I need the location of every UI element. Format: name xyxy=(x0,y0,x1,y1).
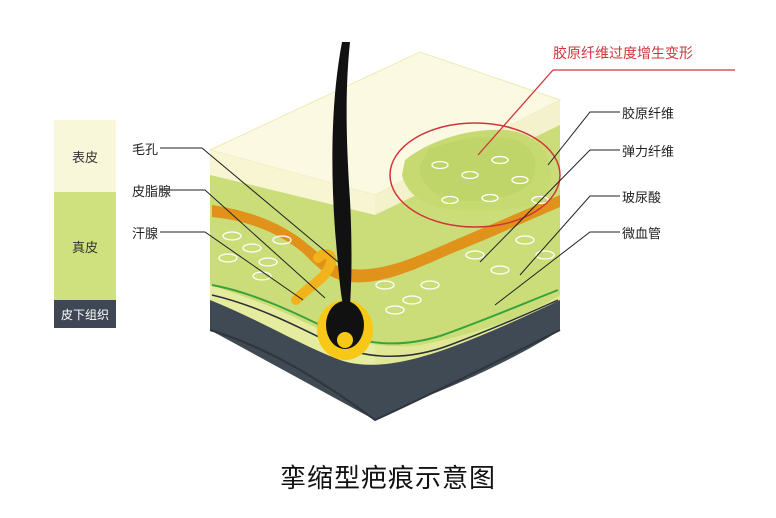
legend-dermis-label: 真皮 xyxy=(71,240,98,256)
callout-leader xyxy=(477,69,554,156)
legend-epidermis-label: 表皮 xyxy=(71,150,98,166)
callout-ellipse xyxy=(389,122,561,228)
label-hair-pore: 毛孔 xyxy=(132,143,159,158)
microvessel-line xyxy=(211,284,559,345)
hair-follicle-inner xyxy=(326,301,364,349)
dermis-boundary-line xyxy=(211,294,559,357)
hair-papilla xyxy=(337,332,353,348)
legend-subcutaneous: 皮下组织 xyxy=(54,300,116,328)
label-collagen-hyperplasia: 胶原纤维过度增生变形 xyxy=(553,46,693,62)
subcutaneous-edge xyxy=(209,329,561,422)
right-leaders xyxy=(479,111,620,306)
legend-epidermis: 表皮 xyxy=(54,120,116,192)
sweat-gland xyxy=(291,249,337,305)
legend-dermis: 真皮 xyxy=(54,192,116,300)
label-hyaluronic-acid: 玻尿酸 xyxy=(622,191,662,206)
label-collagen-fiber: 胶原纤维 xyxy=(622,107,675,122)
legend-subcutaneous-label: 皮下组织 xyxy=(60,307,109,322)
diagram-title: 挛缩型疤痕示意图 xyxy=(279,464,496,494)
label-microvessel: 微血管 xyxy=(622,227,662,242)
label-sebaceous-gland: 皮脂腺 xyxy=(132,185,172,200)
label-elastic-fiber: 弹力纤维 xyxy=(622,145,675,160)
scar-inner xyxy=(419,137,536,202)
left-leaders xyxy=(160,147,339,301)
hair-shaft xyxy=(332,42,352,305)
dermal-cells xyxy=(218,155,555,315)
label-sweat-gland: 汗腺 xyxy=(132,227,159,242)
